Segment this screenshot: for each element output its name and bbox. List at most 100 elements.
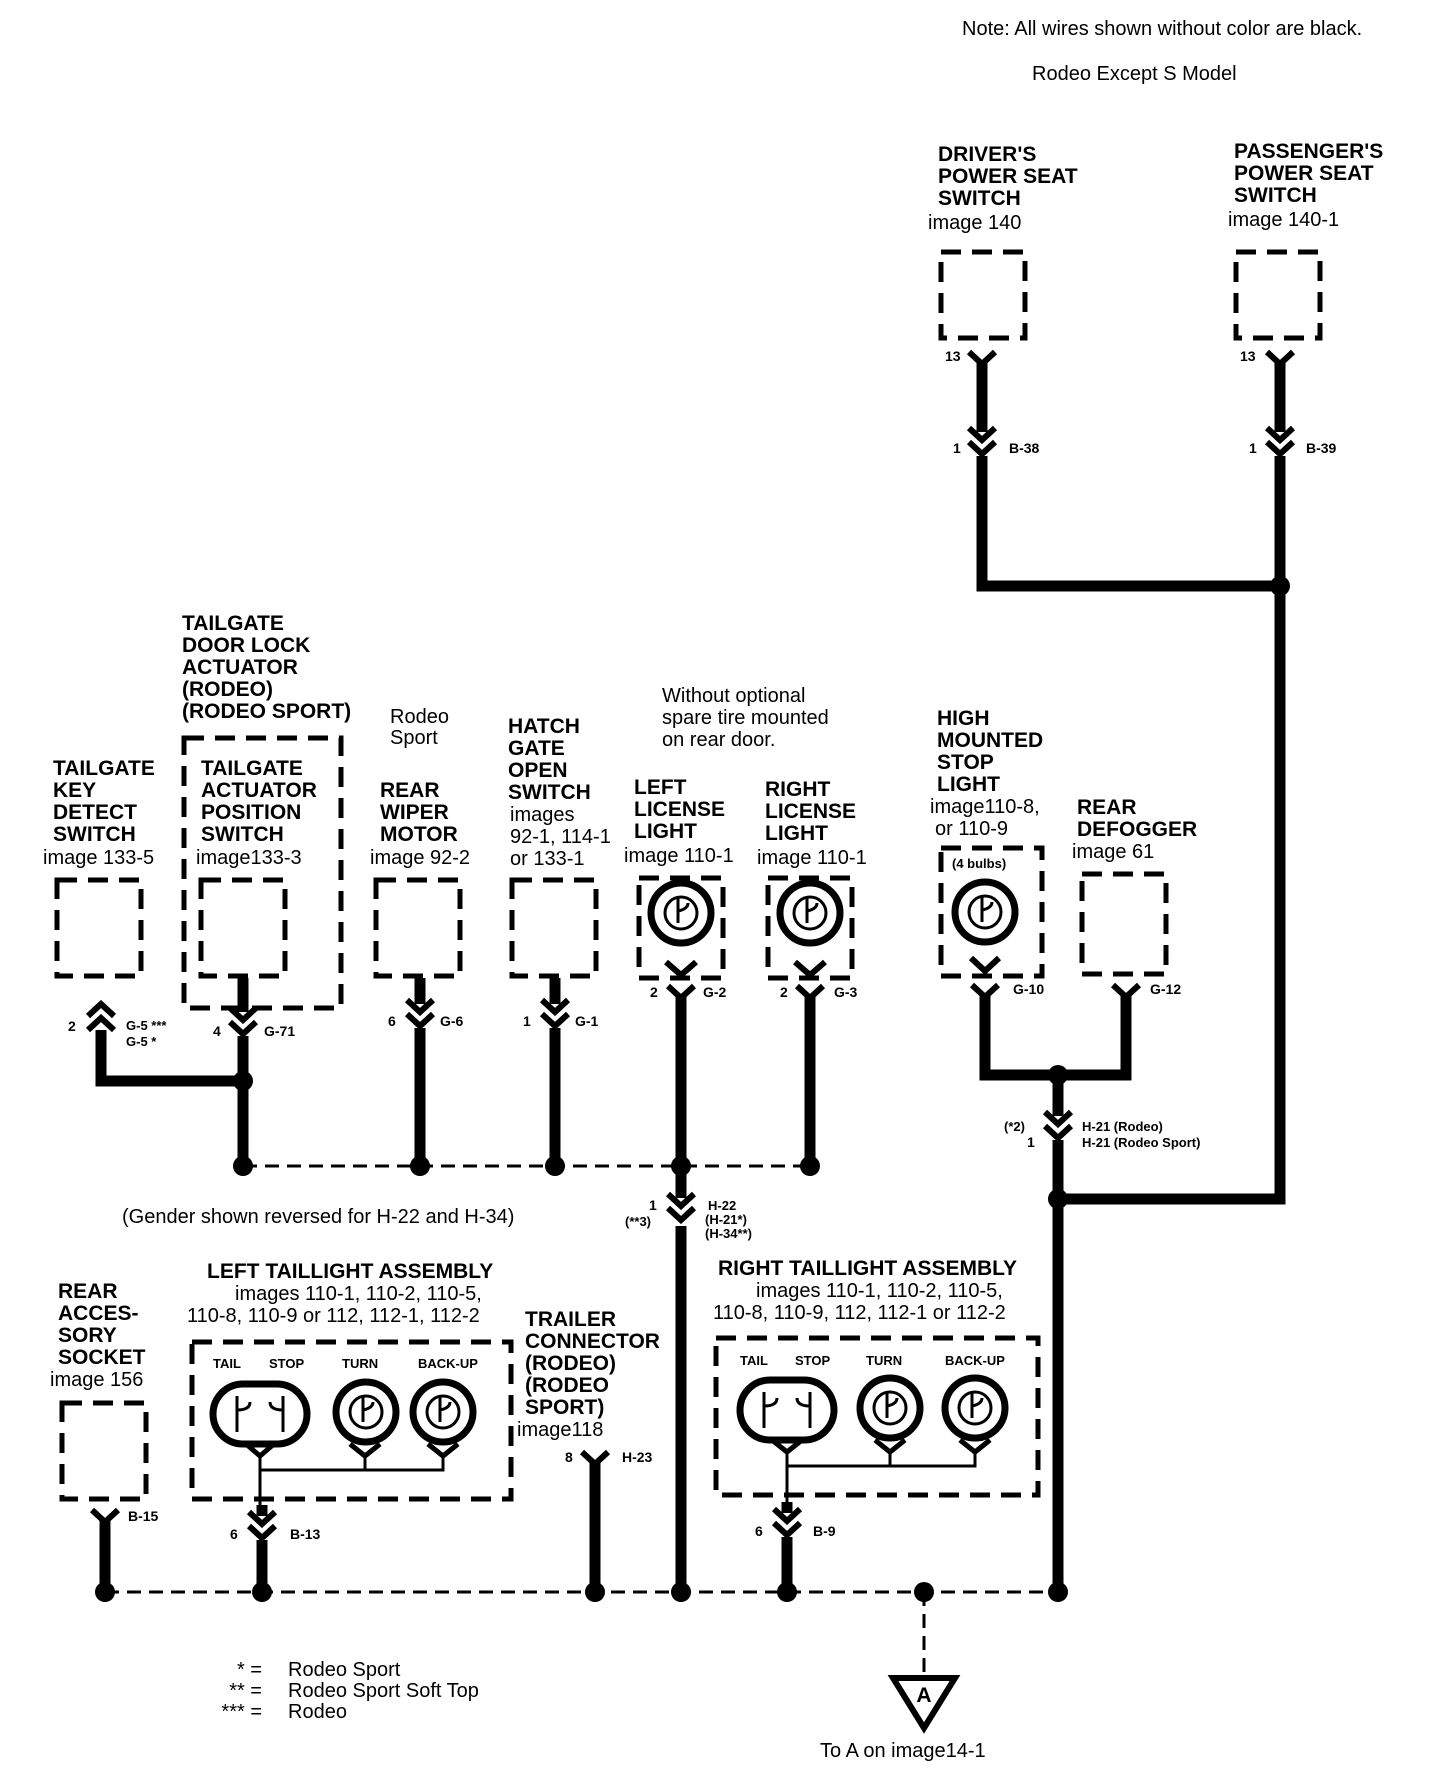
- pin-1b: 1: [1249, 440, 1257, 456]
- right-license-image: image 110-1: [757, 847, 867, 869]
- pin-1e: 1: [649, 1197, 657, 1213]
- connector-g12: G-12: [1150, 981, 1181, 997]
- legend-text-3: Rodeo: [288, 1701, 347, 1723]
- right-taillight-images-2: 110-8, 110-9, 112, 112-1 or 112-2: [713, 1302, 1006, 1324]
- without-spare-note-1: Without optional: [662, 685, 805, 707]
- defogger-image: image 61: [1072, 841, 1154, 863]
- without-spare-note-3: on rear door.: [662, 729, 775, 751]
- trailer-label-2: CONNECTOR: [525, 1330, 660, 1353]
- tailgate-actuator-label-2: DOOR LOCK: [182, 634, 310, 657]
- right-taillight-assembly: RIGHT TAILLIGHT ASSEMBLY images 110-1, 1…: [713, 1257, 1041, 1508]
- left-license-image: image 110-1: [624, 845, 734, 867]
- trailer-connector: TRAILER CONNECTOR (RODEO) (RODEO SPORT) …: [517, 1308, 660, 1441]
- left-turn-bulb-icon: [336, 1382, 396, 1442]
- hatch-image-3: or 133-1: [510, 848, 585, 870]
- right-taillight-images-1: images 110-1, 110-2, 110-5,: [756, 1280, 1003, 1302]
- left-taillight-box: [189, 1339, 514, 1502]
- high-stop-label-4: LIGHT: [937, 773, 1000, 796]
- right-license-light: RIGHT LICENSE LIGHT image 110-1: [757, 778, 867, 981]
- trailer-label-1: TRAILER: [525, 1308, 616, 1331]
- connector-b38: B-38: [1009, 440, 1040, 456]
- wiper-label-1: REAR: [380, 779, 440, 802]
- passengers-seat-label-1: PASSENGER'S: [1234, 140, 1383, 163]
- color-note: Note: All wires shown without color are …: [962, 18, 1362, 40]
- defogger-box: [1079, 871, 1169, 977]
- socket-label-4: SOCKET: [58, 1346, 146, 1369]
- high-stop-label-3: STOP: [937, 751, 994, 774]
- high-stop-label-1: HIGH: [937, 707, 990, 730]
- right-taillight-title: RIGHT TAILLIGHT ASSEMBLY: [718, 1257, 1017, 1280]
- pin-13a: 13: [945, 348, 961, 364]
- connector-g5-rodeo: G-5 ***: [126, 1018, 167, 1033]
- left-tail-stop-bulb-icon: [209, 1380, 311, 1448]
- wiper-label-2: WIPER: [380, 801, 449, 824]
- drivers-seat-label-2: POWER SEAT: [938, 165, 1078, 188]
- tailgate-actuator-position-switch: TAILGATE ACTUATOR POSITION SWITCH image1…: [196, 757, 317, 979]
- connector-b9: B-9: [813, 1523, 836, 1539]
- high-stop-image-2: or 110-9: [935, 818, 1008, 840]
- connector-h21-rodeo: H-21 (Rodeo): [1082, 1119, 1163, 1134]
- connector-h21-star: (H-21*): [705, 1212, 747, 1227]
- trailer-label-5: SPORT): [525, 1396, 604, 1419]
- without-spare-note-2: spare tire mounted: [662, 707, 829, 729]
- rear-accessory-socket: REAR ACCES- SORY SOCKET image 156: [50, 1280, 149, 1502]
- passengers-seat-image: image 140-1: [1228, 209, 1339, 231]
- passengers-seat-box: [1233, 249, 1323, 341]
- trailer-label-3: (RODEO): [525, 1352, 616, 1375]
- hatch-label-2: GATE: [508, 737, 565, 760]
- left-license-label-2: LICENSE: [634, 798, 725, 821]
- pin-note-2: (*2): [1004, 1119, 1025, 1134]
- tailgate-door-lock-actuator: TAILGATE DOOR LOCK ACTUATOR (RODEO) (ROD…: [181, 612, 351, 1011]
- left-turn-label: TURN: [342, 1356, 378, 1371]
- connector-h23: H-23: [622, 1449, 653, 1465]
- left-backup-label: BACK-UP: [418, 1356, 478, 1371]
- high-stop-label-2: MOUNTED: [937, 729, 1043, 752]
- right-taillight-box: [713, 1335, 1041, 1498]
- pin-note-3: (**3): [625, 1214, 651, 1229]
- left-stop-label: STOP: [269, 1356, 304, 1371]
- key-detect-label-3: DETECT: [53, 801, 137, 824]
- key-detect-label-4: SWITCH: [53, 823, 136, 846]
- tailgate-actuator-label-3: ACTUATOR: [182, 656, 298, 679]
- trailer-label-4: (RODEO: [525, 1374, 609, 1397]
- pin-6b: 6: [230, 1526, 238, 1542]
- rear-wiper-motor: REAR WIPER MOTOR image 92-2: [370, 779, 470, 979]
- wiper-label-3: MOTOR: [380, 823, 458, 846]
- tailgate-actuator-label-4: (RODEO): [182, 678, 273, 701]
- trailer-image: image118: [517, 1419, 603, 1441]
- right-license-label-3: LIGHT: [765, 822, 828, 845]
- key-detect-label-2: KEY: [53, 779, 96, 802]
- drivers-seat-label-1: DRIVER'S: [938, 143, 1036, 166]
- hatch-image-2: 92-1, 114-1: [510, 826, 611, 848]
- model-note: Rodeo Except S Model: [1032, 63, 1237, 85]
- connector-g1: G-1: [575, 1013, 599, 1029]
- right-turn-label: TURN: [866, 1353, 902, 1368]
- rodeo-sport-note-1: Rodeo: [390, 706, 449, 728]
- left-backup-bulb-icon: [413, 1382, 473, 1442]
- right-tail-label: TAIL: [740, 1353, 768, 1368]
- pin-2b: 2: [650, 984, 658, 1000]
- hatch-gate-open-switch: HATCH GATE OPEN SWITCH images 92-1, 114-…: [508, 715, 611, 979]
- right-backup-bulb-icon: [945, 1378, 1005, 1438]
- connector-g5-sport: G-5 *: [126, 1034, 157, 1049]
- high-stop-bulb-icon: [955, 882, 1015, 942]
- right-stop-label: STOP: [795, 1353, 830, 1368]
- legend-mark-3: *** =: [221, 1701, 262, 1723]
- key-detect-image: image 133-5: [43, 847, 154, 869]
- pin-1a: 1: [953, 440, 961, 456]
- pin-2c: 2: [780, 984, 788, 1000]
- connector-g6: G-6: [440, 1013, 464, 1029]
- ground-point-label: A: [916, 1684, 931, 1707]
- left-license-light: LEFT LICENSE LIGHT image 110-1: [624, 776, 734, 981]
- connector-h22: H-22: [708, 1198, 736, 1213]
- position-switch-label-4: SWITCH: [201, 823, 284, 846]
- connector-g71: G-71: [264, 1023, 295, 1039]
- position-switch-label-3: POSITION: [201, 801, 301, 824]
- ground-point-a: A: [887, 1675, 961, 1734]
- tailgate-actuator-box: [181, 735, 344, 1011]
- socket-image: image 156: [50, 1369, 143, 1391]
- socket-label-2: ACCES-: [58, 1302, 139, 1325]
- right-license-label-1: RIGHT: [765, 778, 831, 801]
- left-license-label-3: LIGHT: [634, 820, 697, 843]
- high-mounted-stop-light: HIGH MOUNTED STOP LIGHT image110-8, or 1…: [930, 707, 1045, 979]
